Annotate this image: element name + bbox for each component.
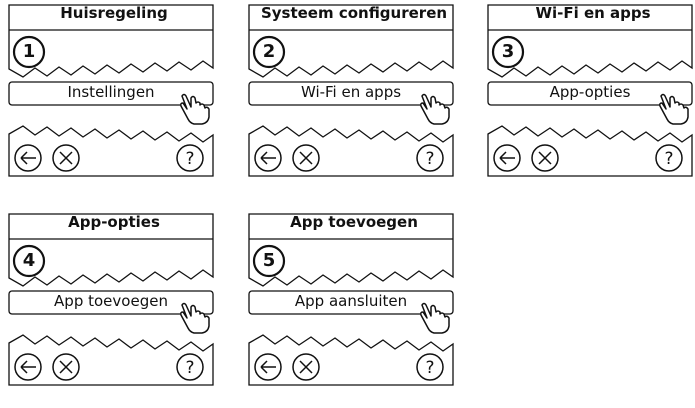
question-circle-icon[interactable]: ? <box>414 142 446 174</box>
svg-text:?: ? <box>425 149 434 169</box>
menu-button[interactable]: App aansluiten <box>294 292 408 310</box>
step-title: App toevoegen <box>290 213 418 231</box>
svg-text:?: ? <box>664 149 673 169</box>
close-circle-icon[interactable] <box>50 142 82 174</box>
step-number: 2 <box>262 41 276 62</box>
svg-text:?: ? <box>185 358 194 378</box>
step-panel-5: App toevoegen 5 App aansluiten ? <box>248 213 460 403</box>
step-panel-1: Huisregeling 1 Instellingen ? <box>8 4 220 194</box>
back-arrow-circle-icon[interactable] <box>12 142 44 174</box>
question-circle-icon[interactable]: ? <box>174 351 206 383</box>
back-arrow-circle-icon[interactable] <box>12 351 44 383</box>
menu-button[interactable]: Wi-Fi en apps <box>300 83 402 101</box>
step-number-badge <box>12 244 46 278</box>
menu-button[interactable]: App-opties <box>549 83 631 101</box>
step-number-badge <box>252 35 286 69</box>
step-number: 5 <box>262 250 276 271</box>
step-title: Wi-Fi en apps <box>535 4 651 22</box>
hand-pointer-icon <box>420 302 450 334</box>
back-arrow-circle-icon[interactable] <box>252 142 284 174</box>
step-number: 4 <box>22 250 36 271</box>
question-circle-icon[interactable]: ? <box>653 142 685 174</box>
svg-text:?: ? <box>425 358 434 378</box>
close-circle-icon[interactable] <box>50 351 82 383</box>
hand-pointer-icon <box>180 302 210 334</box>
close-circle-icon[interactable] <box>529 142 561 174</box>
step-panel-4: App-opties 4 App toevoegen ? <box>8 213 220 403</box>
menu-button[interactable]: App toevoegen <box>54 292 168 310</box>
step-number: 1 <box>22 41 36 62</box>
question-circle-icon[interactable]: ? <box>414 351 446 383</box>
screen-frame <box>8 213 214 386</box>
close-circle-icon[interactable] <box>290 351 322 383</box>
step-number-badge <box>252 244 286 278</box>
back-arrow-circle-icon[interactable] <box>252 351 284 383</box>
screen-frame <box>487 4 693 177</box>
svg-text:?: ? <box>185 149 194 169</box>
step-title: App-opties <box>68 213 160 231</box>
step-number-badge <box>12 35 46 69</box>
step-panel-2: Systeem configureren 2 Wi-Fi en apps ? <box>248 4 460 194</box>
screen-frame <box>248 213 454 386</box>
step-panel-3: Wi-Fi en apps 3 App-opties ? <box>487 4 695 194</box>
hand-pointer-icon <box>659 93 689 125</box>
step-number: 3 <box>501 41 515 62</box>
step-number-badge <box>491 35 525 69</box>
back-arrow-circle-icon[interactable] <box>491 142 523 174</box>
close-circle-icon[interactable] <box>290 142 322 174</box>
hand-pointer-icon <box>420 93 450 125</box>
hand-pointer-icon <box>180 93 210 125</box>
step-title: Huisregeling <box>60 4 168 22</box>
step-title: Systeem configureren <box>260 4 448 22</box>
question-circle-icon[interactable]: ? <box>174 142 206 174</box>
screen-frame <box>248 4 454 177</box>
menu-button[interactable]: Instellingen <box>67 83 155 101</box>
screen-frame <box>8 4 214 177</box>
